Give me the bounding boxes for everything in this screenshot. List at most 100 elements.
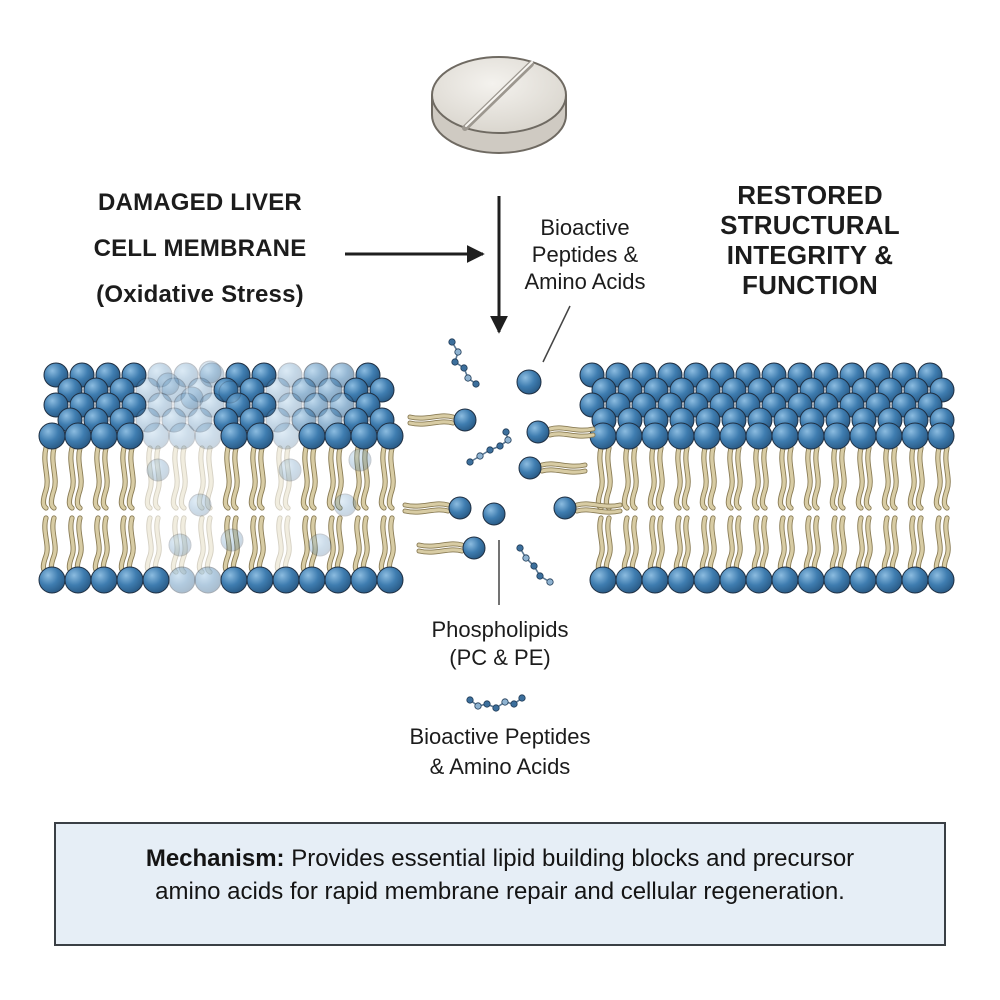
lipid-head xyxy=(298,566,326,594)
mechanism-text: Mechanism: Provides essential lipid buil… xyxy=(56,842,944,908)
lipid-head xyxy=(90,566,118,594)
lipid-head xyxy=(719,566,747,594)
lipid-head xyxy=(875,566,903,594)
phospholipid-head xyxy=(482,502,506,526)
peptide-pointer-line xyxy=(542,305,571,363)
lipid-head xyxy=(90,422,118,450)
phospholipid-head xyxy=(462,536,486,560)
mechanism-heading: Mechanism: xyxy=(145,845,285,872)
damaged-label-line: (Oxidative Stress) xyxy=(96,281,304,308)
lipid-head xyxy=(693,566,721,594)
lipid-tails xyxy=(725,445,743,511)
lipid-tails xyxy=(92,445,110,511)
mechanism-box: Mechanism: Provides essential lipid buil… xyxy=(54,822,946,946)
lipid-tails xyxy=(170,445,188,511)
lipid-head xyxy=(927,422,955,450)
lipid-head xyxy=(797,422,825,450)
lipid-head xyxy=(324,422,352,450)
lipid-tails xyxy=(300,445,318,511)
lipid-tails xyxy=(66,445,84,511)
damaged-fragment xyxy=(198,360,222,384)
lipid-tails xyxy=(907,445,925,511)
lipid-tails xyxy=(881,445,899,511)
lipid-tails xyxy=(196,515,214,575)
restored-membrane-label: RESTORED STRUCTURAL INTEGRITY & FUNCTION xyxy=(680,180,940,300)
lipid-head xyxy=(901,422,929,450)
damaged-label-line: DAMAGED LIVER xyxy=(98,189,302,216)
lipid-head xyxy=(875,422,903,450)
damaged-fragment xyxy=(278,458,302,482)
lipid-head xyxy=(350,422,378,450)
lipid-tails xyxy=(777,445,795,511)
lipid-tails xyxy=(829,515,847,575)
lipid-tails xyxy=(40,445,58,511)
peptides-label-line: Peptides & xyxy=(531,242,639,267)
lipid-tails xyxy=(933,515,951,575)
phospholipid-icon xyxy=(526,420,596,444)
phospholipids-label: Phospholipids (PC & PE) xyxy=(380,616,620,672)
lipid-head xyxy=(771,566,799,594)
peptide-chain-icon xyxy=(516,544,554,586)
lipid-head xyxy=(376,422,404,450)
lipid-head xyxy=(272,422,300,450)
damaged-fragment xyxy=(168,533,192,557)
lipid-head xyxy=(64,422,92,450)
lipid-tails xyxy=(855,445,873,511)
phospholipid-head xyxy=(553,496,577,520)
peptide-chain-icon xyxy=(448,338,480,388)
damaged-fragment xyxy=(348,448,372,472)
lipid-tails xyxy=(855,515,873,575)
peptides-label-top: Bioactive Peptides & Amino Acids xyxy=(500,214,670,295)
restored-label-line: STRUCTURAL xyxy=(720,210,900,240)
lipid-head xyxy=(589,566,617,594)
lipid-head xyxy=(745,566,773,594)
damaged-fragment xyxy=(333,493,357,517)
lipid-tails xyxy=(352,515,370,575)
lipid-tails xyxy=(777,515,795,575)
mechanism-line: amino acids for rapid membrane repair an… xyxy=(155,878,845,905)
lipid-tails xyxy=(803,445,821,511)
damaged-fragment xyxy=(308,533,332,557)
phospholipid-icon xyxy=(518,456,588,480)
lipid-tails xyxy=(595,515,613,575)
free-phospholipids xyxy=(402,369,623,560)
phospholipid-head xyxy=(453,408,477,432)
lipid-head xyxy=(272,566,300,594)
lipid-head xyxy=(667,422,695,450)
peptides-label-line: Bioactive Peptides xyxy=(409,724,591,749)
damaged-membrane xyxy=(38,360,404,594)
lipid-tails xyxy=(647,445,665,511)
peptide-chain-icon xyxy=(466,694,526,712)
lipid-head xyxy=(194,422,222,450)
peptides-label-line: Bioactive xyxy=(540,215,630,240)
damaged-fragment xyxy=(156,372,180,396)
mechanism-line1-rest: Provides essential lipid building blocks… xyxy=(291,845,855,872)
peptides-label-bottom: Bioactive Peptides & Amino Acids xyxy=(360,722,640,782)
lipid-head xyxy=(693,422,721,450)
lipid-tails xyxy=(751,445,769,511)
lipid-head xyxy=(849,566,877,594)
lipid-head xyxy=(745,422,773,450)
peptide-chain-icon xyxy=(466,428,512,466)
lipid-head xyxy=(927,566,955,594)
lipid-head xyxy=(168,566,196,594)
phospholipid-icon xyxy=(553,496,623,520)
lipid-tails xyxy=(118,445,136,511)
lipid-tails xyxy=(907,515,925,575)
phospholipid-icon xyxy=(402,496,472,520)
lipid-head xyxy=(38,566,66,594)
lipid-head xyxy=(615,422,643,450)
lipid-head xyxy=(615,566,643,594)
tablet-icon xyxy=(431,56,567,154)
lipid-tails xyxy=(222,445,240,511)
lipid-head xyxy=(797,566,825,594)
lipid-head xyxy=(64,566,92,594)
lipid-head xyxy=(376,566,404,594)
lipid-tails xyxy=(378,445,396,511)
mechanism-line: Mechanism: Provides essential lipid buil… xyxy=(56,842,944,875)
lipid-head xyxy=(194,566,222,594)
lipid-head xyxy=(823,566,851,594)
lipid-tails xyxy=(673,515,691,575)
phospholipid-head xyxy=(448,496,472,520)
